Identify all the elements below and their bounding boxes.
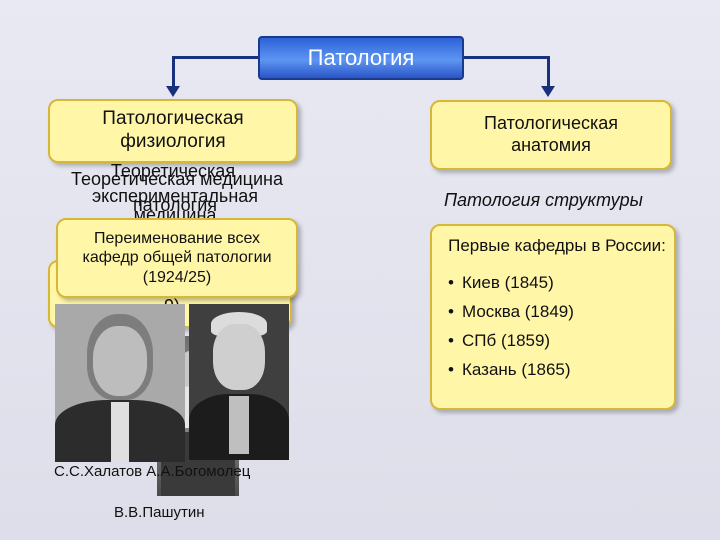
caption-pashutin: В.В.Пашутин [114, 504, 205, 521]
bullet-icon: • [448, 302, 454, 322]
box-rename-departments: Переименование всех кафедр общей патолог… [56, 218, 298, 298]
connector-right-arrow [541, 86, 555, 97]
list-item: • Казань (1865) [448, 355, 666, 384]
department-spb: СПб (1859) [462, 331, 551, 351]
box-first-departments: Первые кафедры в России: • Киев (1845) • М… [430, 224, 676, 410]
caption-halatov-bogomolets: С.С.Халатов А.А.Богомолец [54, 463, 251, 480]
list-item: • Киев (1845) [448, 268, 666, 297]
photo-bogomolets [189, 304, 289, 460]
box-pathological-anatomy: Патологическая анатомия [430, 100, 672, 170]
connector-left-arrow [166, 86, 180, 97]
bullet-icon: • [448, 331, 454, 351]
departments-list: •Киев (1845) •Москва (1849) •СПб (1859) … [448, 268, 666, 384]
connector-right-horizontal [464, 56, 550, 59]
box-pathophysiology: Патологическая физиология [48, 99, 298, 163]
overlap-text-4: патология [132, 195, 218, 215]
structure-pathology-label: Патология структуры [444, 190, 643, 210]
bullet-icon: • [448, 273, 454, 293]
overlap-text-2: Теоретическая медицина [70, 169, 283, 189]
connector-left-horizontal [172, 56, 258, 59]
rename-text: Переименование всех кафедр общей патолог… [82, 230, 272, 286]
overlap-text-1: Теоретическая [110, 161, 236, 181]
department-kazan: Казань (1865) [462, 360, 571, 380]
photo-halatov [55, 304, 185, 462]
bullet-icon: • [448, 360, 454, 380]
anatomy-text: Патологическая анатомия [484, 113, 618, 155]
overlap-text-3: экспериментальная [91, 186, 259, 206]
pathophysiology-line1: Патологическая [102, 108, 244, 130]
first-departments-title: Первые кафедры в России: [448, 236, 666, 255]
pathophysiology-line2: физиология [120, 131, 226, 152]
department-moscow: Москва (1849) [462, 302, 574, 322]
list-item: • Москва (1849) [448, 297, 666, 326]
department-kiev: Киев (1845) [462, 273, 554, 293]
connector-left-vertical [172, 56, 175, 86]
list-item: • СПб (1859) [448, 326, 666, 355]
top-node-pathology: Патология [258, 36, 464, 80]
connector-right-vertical [547, 56, 550, 86]
